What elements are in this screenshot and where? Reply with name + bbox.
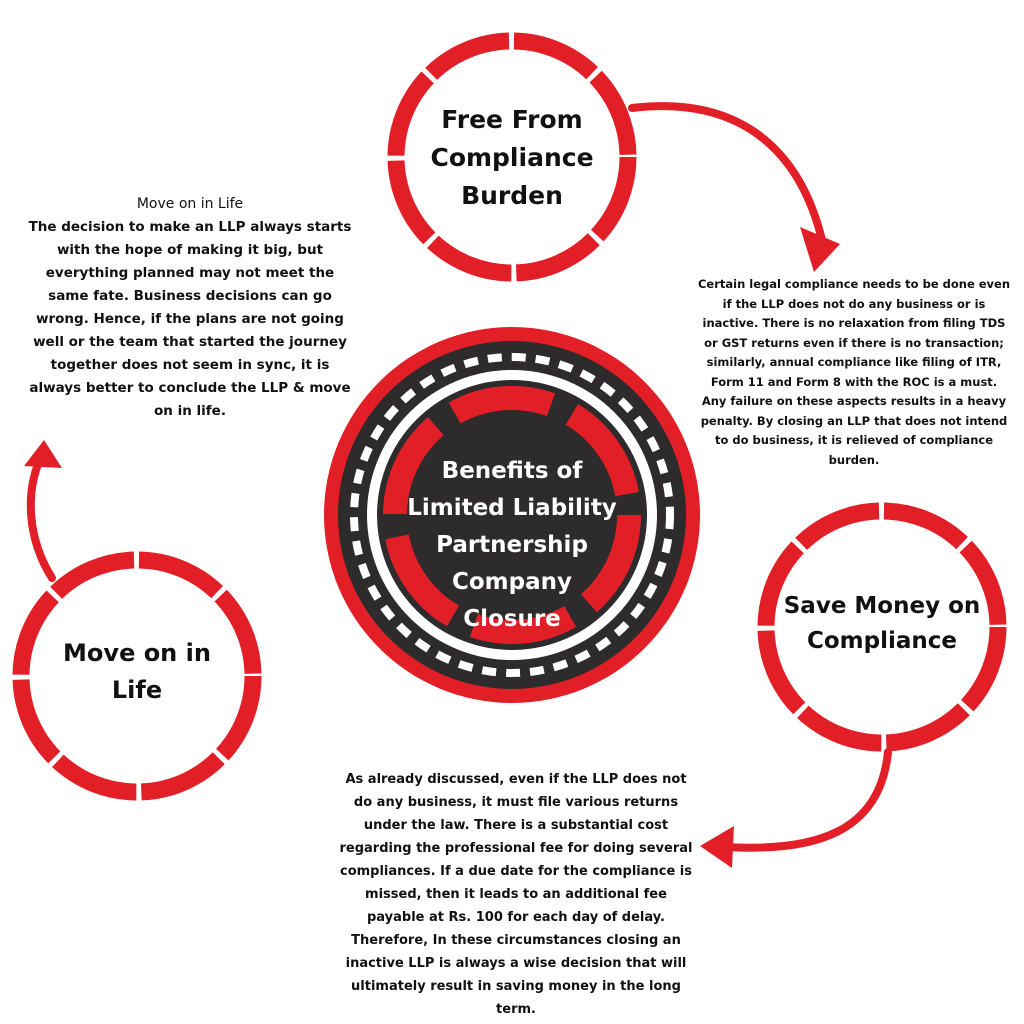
node-ring-free-from-compliance	[387, 32, 637, 282]
node-label-free-from-compliance: Free From Compliance Burden	[430, 105, 594, 210]
curved-arrow-icon	[700, 748, 892, 868]
move-on-description-title: Move on in Life	[136, 196, 244, 212]
compliance-burden-description: Certain legal compliance needs to be don…	[697, 277, 1011, 467]
node-ring-move-on	[12, 551, 262, 801]
save-money-description: As already discussed, even if the LLP do…	[339, 772, 693, 1017]
center-white-ring	[367, 370, 657, 660]
node-label-save-money: Save Money on Compliance	[783, 593, 981, 654]
center-badge	[324, 327, 700, 703]
curved-arrow-icon	[24, 440, 62, 582]
move-on-description: The decision to make an LLP always start…	[28, 219, 352, 419]
node-label-move-on: Move on in Life	[63, 639, 211, 704]
node-ring-save-money	[757, 502, 1007, 752]
curved-arrow-icon	[628, 102, 840, 272]
center-title: Benefits of Limited Liability Partnershi…	[407, 457, 617, 632]
center-core	[408, 411, 616, 619]
center-red-segment-ring	[383, 386, 641, 644]
center-dashed-ring	[350, 353, 674, 677]
